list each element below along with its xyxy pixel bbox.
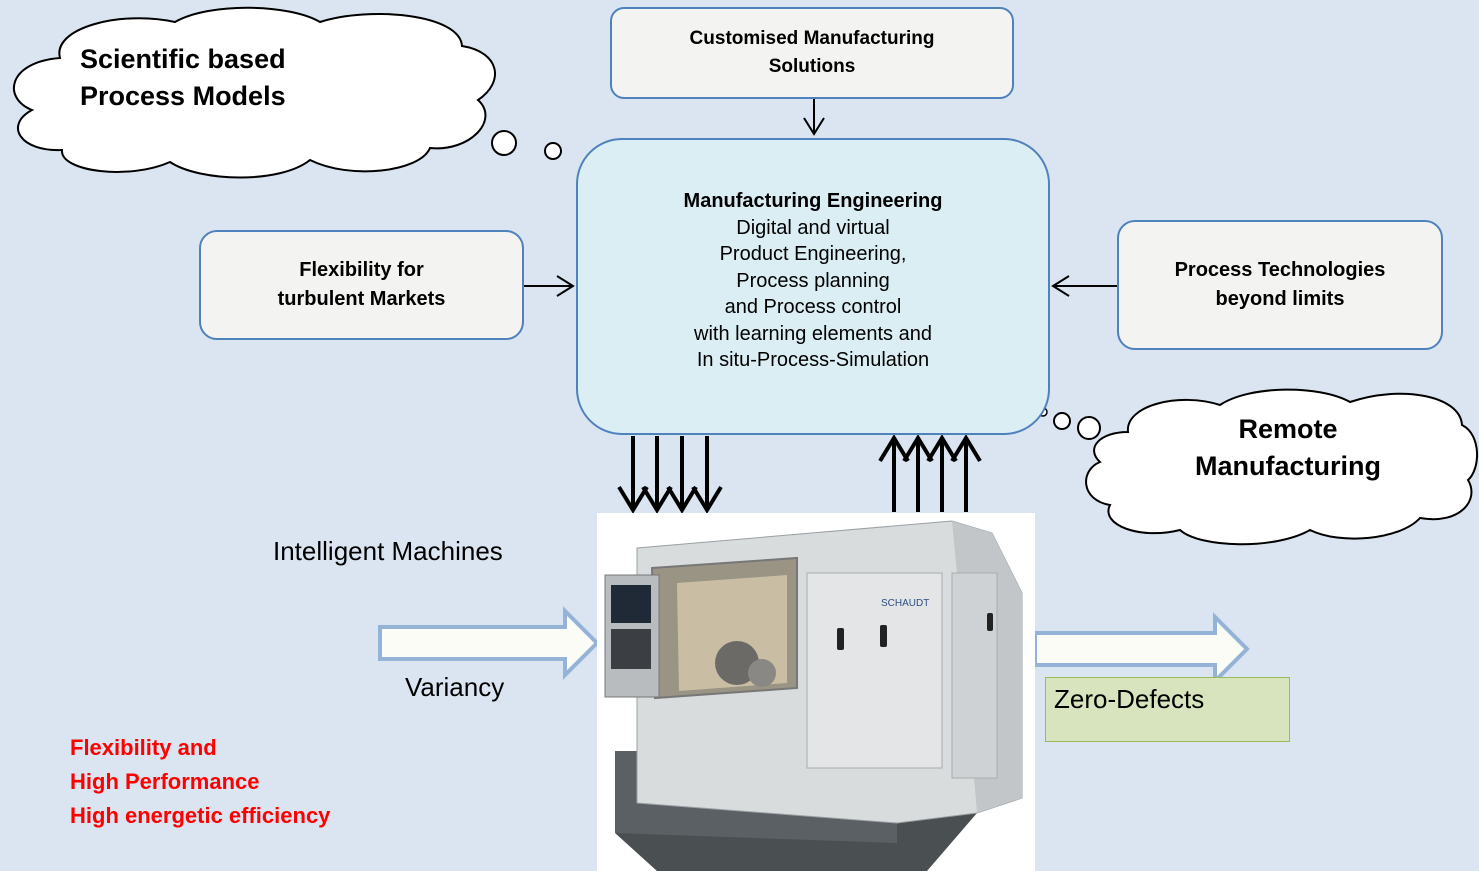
arrowhead-proc bbox=[1051, 275, 1070, 297]
variancy-label: Variancy bbox=[405, 672, 505, 702]
center-line: In situ-Process-Simulation bbox=[696, 349, 930, 371]
center-line: Product Engineering, bbox=[719, 243, 907, 265]
cloud-line: Remote bbox=[1238, 414, 1338, 444]
intelligent-machines-label: Intelligent Machines bbox=[273, 536, 503, 566]
thought-bubble-4 bbox=[1077, 416, 1101, 440]
thought-bubble-1 bbox=[491, 130, 517, 156]
thought-bubble-5 bbox=[1053, 412, 1071, 430]
input-block-arrow bbox=[378, 606, 600, 680]
thought-cloud-remote bbox=[1085, 388, 1479, 546]
thought-cloud-scientific bbox=[13, 6, 496, 179]
center-line: Process planning bbox=[736, 269, 890, 292]
box-text-line: Flexibility for bbox=[299, 259, 424, 281]
customised-manufacturing-box: Customised Manufacturing Solutions bbox=[610, 7, 1014, 99]
output-block-arrow bbox=[1033, 612, 1250, 686]
center-title: Manufacturing Engineering bbox=[683, 190, 943, 212]
cloud-remote-text: Remote Manufacturing bbox=[1128, 411, 1448, 485]
box-text-line: Process Technologies bbox=[1174, 259, 1386, 281]
flexibility-box: Flexibility for turbulent Markets bbox=[199, 230, 524, 340]
box-text-line: beyond limits bbox=[1215, 288, 1345, 310]
process-technologies-box: Process Technologies beyond limits bbox=[1117, 220, 1443, 350]
cloud-scientific-text: Scientific based Process Models bbox=[80, 41, 286, 115]
machine-image: SCHAUDT bbox=[597, 513, 1035, 871]
cloud-line: Manufacturing bbox=[1195, 451, 1381, 481]
red-line: High Performance bbox=[70, 769, 260, 794]
arrowhead-custom bbox=[803, 117, 825, 136]
box-text-line: turbulent Markets bbox=[277, 288, 446, 310]
center-line: and Process control bbox=[724, 296, 902, 318]
zero-defects-box: Zero-Defects bbox=[1045, 677, 1290, 742]
red-line: High energetic efficiency bbox=[70, 803, 331, 828]
cloud-line: Scientific based bbox=[80, 44, 286, 74]
manufacturing-engineering-box: Manufacturing Engineering Digital and vi… bbox=[576, 138, 1050, 435]
box-text-line: Customised Manufacturing bbox=[689, 28, 935, 49]
thought-bubble-2 bbox=[544, 142, 562, 160]
cloud-line: Process Models bbox=[80, 81, 286, 111]
machine-brand-text: SCHAUDT bbox=[881, 598, 929, 609]
center-line: with learning elements and bbox=[694, 322, 932, 345]
red-line: Flexibility and bbox=[70, 735, 217, 760]
up-arrows bbox=[878, 434, 982, 512]
arrowhead-flex bbox=[556, 275, 575, 297]
box-text-line: Solutions bbox=[768, 56, 856, 77]
down-arrows bbox=[617, 436, 723, 514]
center-line: Digital and virtual bbox=[736, 216, 890, 239]
flexibility-performance-text: Flexibility and High Performance High en… bbox=[70, 731, 330, 833]
